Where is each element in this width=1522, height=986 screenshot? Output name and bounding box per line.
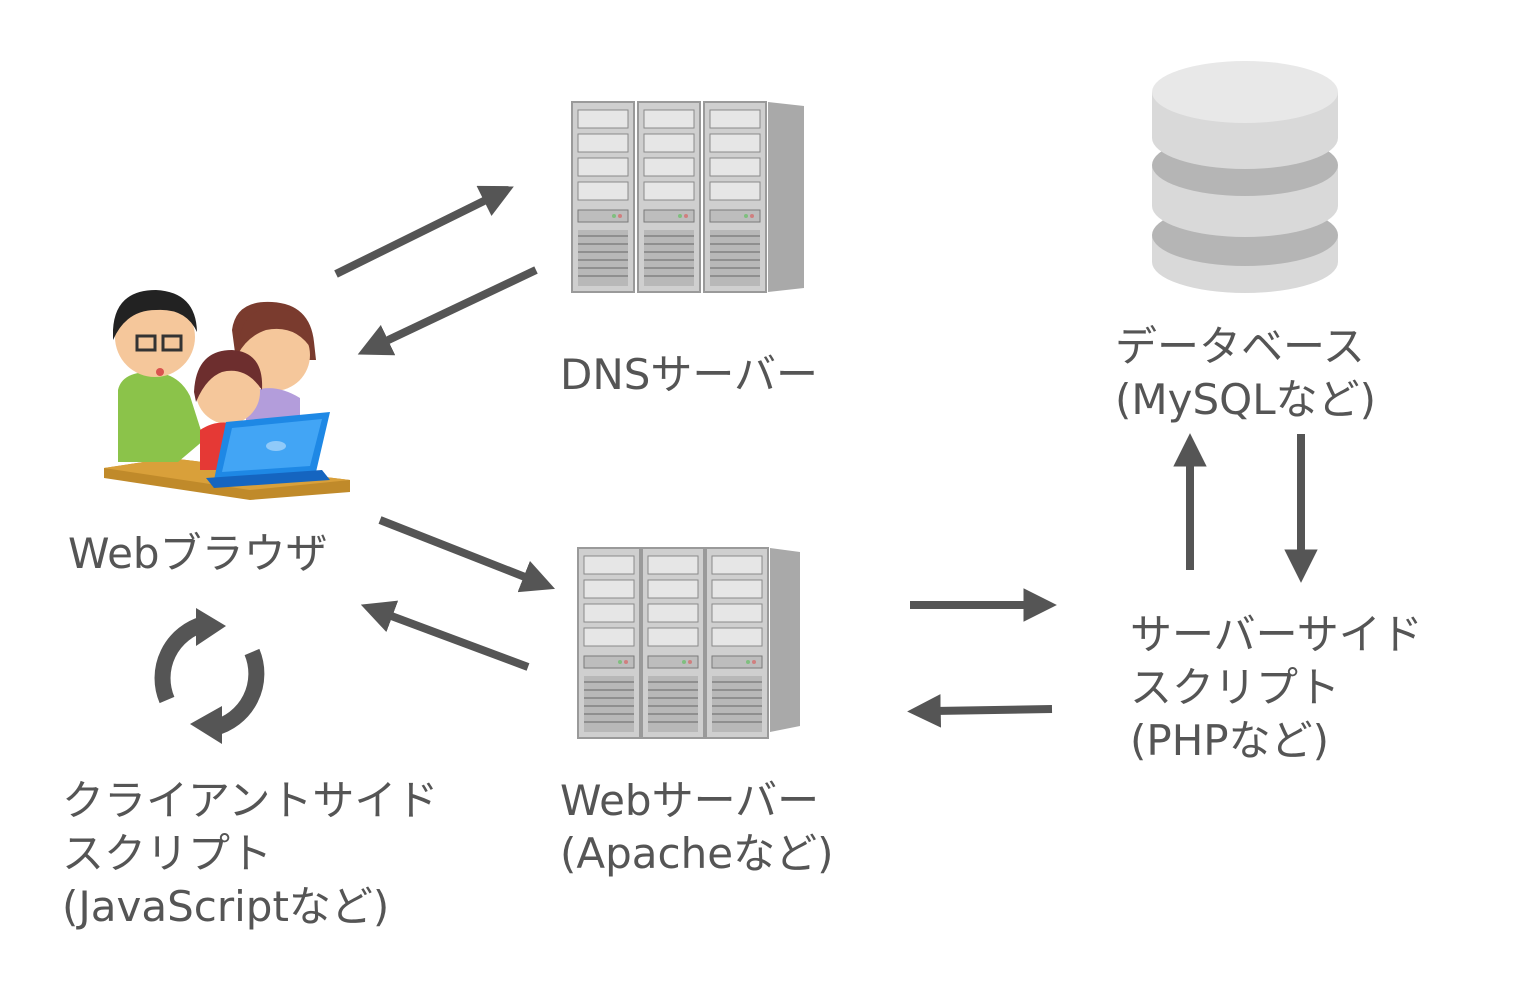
family-computer-icon [104, 290, 350, 500]
web-browser-label: Webブラウザ [68, 529, 328, 578]
refresh-cycle-icon [154, 608, 265, 744]
dns-server-icon [571, 101, 804, 293]
client-script-label: クライアントサイド スクリプト (JavaScriptなど) [62, 776, 439, 931]
server-script-label: サーバーサイド スクリプト (PHPなど) [1130, 610, 1423, 765]
web-server-icon [577, 547, 800, 739]
arrow-dns-to-browser [357, 266, 538, 356]
dns-server-label: DNSサーバー [560, 350, 818, 399]
arrow-browser-to-dns [334, 185, 515, 278]
arrow-webserver-to-browser [360, 600, 530, 671]
arrow-browser-to-webserver [378, 516, 556, 593]
arrow-serverscript-to-webserver [907, 694, 1053, 728]
database-label: データベース (MySQLなど) [1115, 322, 1376, 424]
database-icon [1152, 61, 1338, 293]
web-server-label: Webサーバー (Apacheなど) [560, 776, 834, 878]
